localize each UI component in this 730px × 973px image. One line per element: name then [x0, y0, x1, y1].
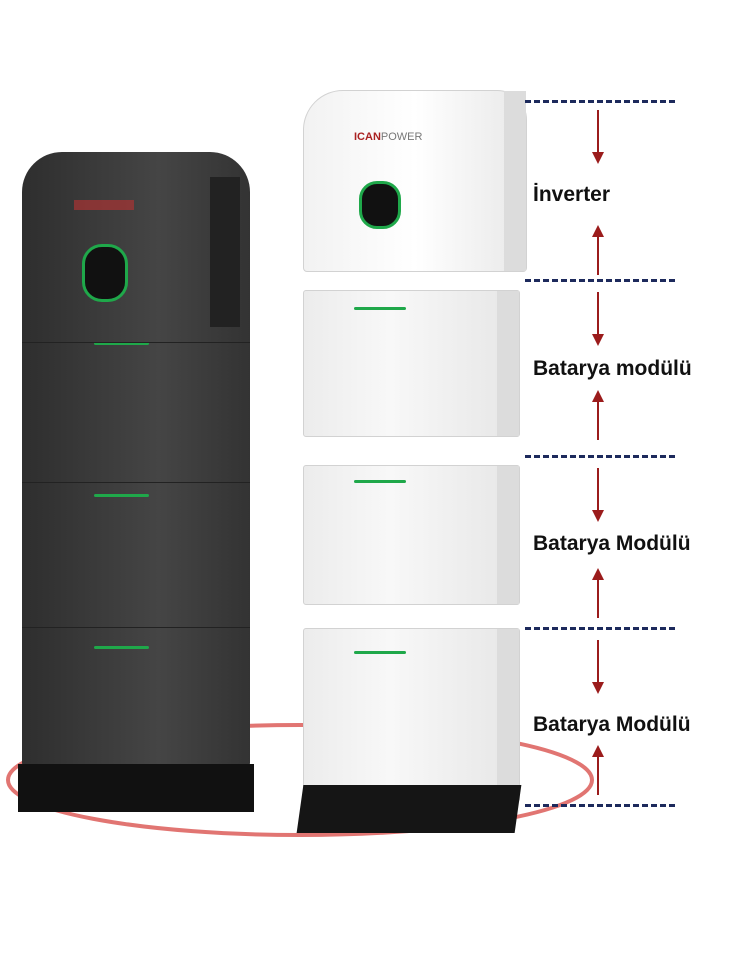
arrow-up-icon [592, 745, 604, 795]
floor-ring [6, 723, 594, 837]
tower-display [82, 244, 128, 302]
inverter-unit: ICANPOWER [303, 90, 527, 272]
battery-module-2 [303, 465, 520, 605]
arrow-down-icon [592, 292, 604, 346]
divider-line [525, 804, 675, 807]
divider-line [525, 279, 675, 282]
battery-module-3 [303, 628, 520, 802]
label-battery-module-2: Batarya Modülü [533, 532, 691, 555]
tower-logo [74, 200, 134, 210]
divider-line [525, 100, 675, 103]
divider-line [525, 455, 675, 458]
tower-base [18, 764, 254, 812]
inverter-display [359, 181, 401, 229]
battery-module-1 [303, 290, 520, 437]
label-inverter: İnverter [533, 183, 611, 206]
inverter-logo: ICANPOWER [354, 131, 423, 143]
arrow-up-icon [592, 568, 604, 618]
stack-base [296, 785, 522, 833]
arrow-up-icon [592, 390, 604, 440]
divider-line [525, 627, 675, 630]
arrow-up-icon [592, 225, 604, 275]
arrow-down-icon [592, 468, 604, 522]
label-battery-module-1: Batarya modülü [533, 357, 692, 380]
arrow-down-icon [592, 640, 604, 694]
label-battery-module-3: Batarya Modülü [533, 713, 691, 736]
arrow-down-icon [592, 110, 604, 164]
assembled-tower [18, 152, 254, 812]
